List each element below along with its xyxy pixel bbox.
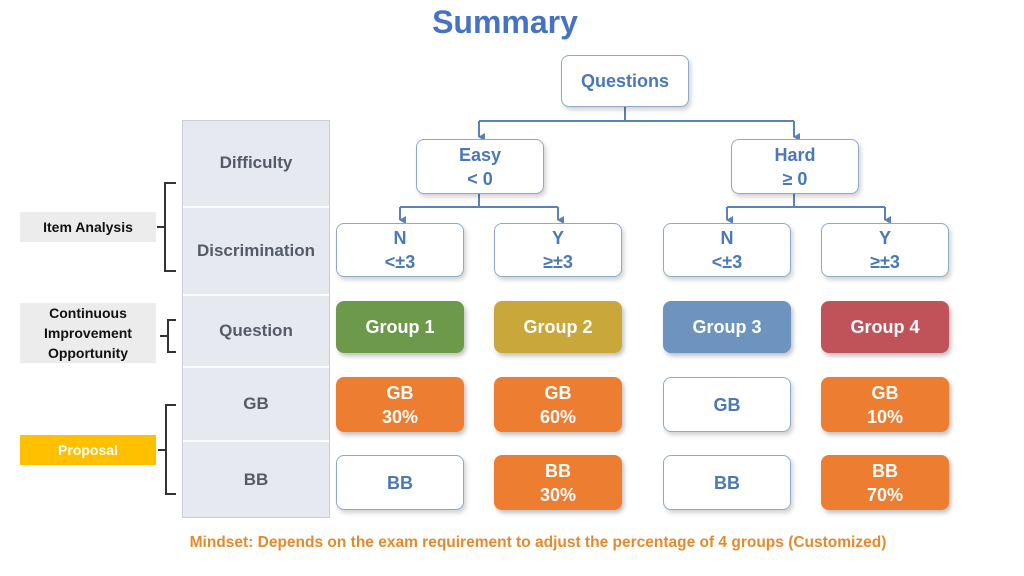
group-label: Group 4 <box>850 317 920 337</box>
bb-label: BB <box>714 472 740 493</box>
gb-node-3: GB <box>663 377 791 432</box>
gb-percent: 30% <box>381 406 419 427</box>
group-node-1: Group 1 <box>336 301 464 353</box>
questions-node: Questions <box>561 55 689 107</box>
gb-label: GB <box>544 382 572 403</box>
row-label-difficulty: Difficulty <box>219 153 293 172</box>
discrimination-label: N <box>720 228 734 248</box>
bb-node-4: BB 70% <box>821 455 949 510</box>
hard-label: Hard <box>774 144 816 165</box>
discrimination-node-3: N <±3 <box>663 223 791 277</box>
page-title: Summary <box>432 4 578 40</box>
bb-label: BB <box>387 472 413 493</box>
row-label-question: Question <box>219 321 293 340</box>
group-node-2: Group 2 <box>494 301 622 353</box>
row-divider <box>183 294 329 296</box>
gb-label: GB <box>386 382 414 403</box>
bb-percent: 70% <box>866 484 904 505</box>
discrimination-label: Y <box>551 228 564 248</box>
group-node-4: Group 4 <box>821 301 949 353</box>
bb-node-1: BB <box>336 455 464 510</box>
easy-node: Easy < 0 <box>416 139 544 194</box>
gb-node-4: GB 10% <box>821 377 949 432</box>
row-divider <box>183 366 329 368</box>
gb-node-2: GB 60% <box>494 377 622 432</box>
row-divider <box>183 440 329 442</box>
discrimination-node-4: Y ≥±3 <box>821 223 949 277</box>
continuous-improvement-tag: Continuous Improvement Opportunity <box>20 303 156 363</box>
bb-node-2: BB 30% <box>494 455 622 510</box>
easy-label: Easy <box>458 144 502 165</box>
discrimination-label: Y <box>878 228 891 248</box>
row-label-discrimination: Discrimination <box>196 241 316 260</box>
group-node-3: Group 3 <box>663 301 791 353</box>
bracket-item-analysis <box>157 182 176 272</box>
discrimination-node-2: Y ≥±3 <box>494 223 622 277</box>
gb-percent: 10% <box>866 406 904 427</box>
discrimination-condition: <±3 <box>711 252 743 272</box>
bracket-proposal <box>158 404 176 495</box>
bb-label: BB <box>872 460 898 481</box>
gb-label: GB <box>713 394 741 415</box>
discrimination-condition: ≥±3 <box>543 252 573 272</box>
questions-label: Questions <box>580 71 669 91</box>
group-label: Group 1 <box>365 317 435 337</box>
gb-percent: 60% <box>539 406 577 427</box>
group-label: Group 2 <box>523 317 593 337</box>
proposal-tag: Proposal <box>20 435 156 465</box>
discrimination-condition: <±3 <box>384 252 416 272</box>
easy-condition: < 0 <box>467 168 493 189</box>
row-label-bb: BB <box>243 470 269 489</box>
gb-label: GB <box>871 382 899 403</box>
discrimination-node-1: N <±3 <box>336 223 464 277</box>
discrimination-label: N <box>393 228 407 248</box>
footer-note: Mindset: Depends on the exam requirement… <box>189 534 887 551</box>
row-label-gb: GB <box>243 394 269 413</box>
bracket-continuous <box>160 319 176 353</box>
hard-condition: ≥ 0 <box>782 168 808 189</box>
bb-percent: 30% <box>539 484 577 505</box>
gb-node-1: GB 30% <box>336 377 464 432</box>
bb-label: BB <box>545 460 571 481</box>
discrimination-condition: ≥±3 <box>870 252 900 272</box>
bb-node-3: BB <box>663 455 791 510</box>
criteria-column <box>182 120 330 518</box>
group-label: Group 3 <box>692 317 762 337</box>
item-analysis-tag: Item Analysis <box>20 212 156 242</box>
hard-node: Hard ≥ 0 <box>731 139 859 194</box>
row-divider <box>183 206 329 208</box>
